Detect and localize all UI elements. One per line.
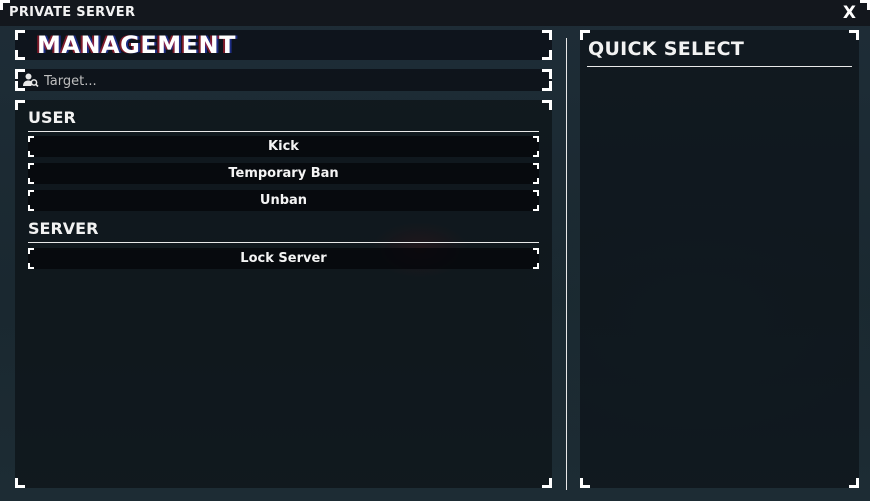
frame-corner (28, 190, 34, 196)
frame-corner (533, 263, 539, 269)
section-title-server: SERVER (28, 219, 99, 238)
user-search-icon (23, 73, 39, 87)
frame-corner (849, 478, 859, 488)
frame-corner (849, 30, 859, 40)
frame-corner (533, 190, 539, 196)
frame-corner (28, 178, 34, 184)
frame-corner (542, 30, 552, 40)
frame-corner (28, 205, 34, 211)
quick-select-panel: QUICK SELECT (580, 30, 859, 488)
frame-corner (533, 248, 539, 254)
frame-corner (28, 136, 34, 142)
frame-corner (580, 30, 590, 40)
frame-corner (542, 81, 552, 91)
target-input[interactable] (42, 70, 526, 92)
frame-corner (0, 0, 10, 10)
frame-corner (15, 69, 25, 79)
frame-corner (580, 478, 590, 488)
frame-corner (542, 50, 552, 60)
frame-corner (533, 205, 539, 211)
frame-corner (15, 50, 25, 60)
management-header: MANAGEMENT (15, 30, 552, 60)
window-title: PRIVATE SERVER (9, 5, 136, 20)
frame-corner (542, 100, 552, 110)
frame-corner (15, 81, 25, 91)
lock-server-button[interactable]: Lock Server (28, 248, 539, 269)
kick-button[interactable]: Kick (28, 136, 539, 157)
frame-corner (533, 163, 539, 169)
frame-corner (15, 30, 25, 40)
lock-server-label: Lock Server (240, 251, 327, 266)
management-title: MANAGEMENT (37, 31, 236, 59)
frame-corner (28, 151, 34, 157)
unban-label: Unban (259, 193, 308, 208)
section-title-user: USER (28, 108, 76, 127)
panel-divider (566, 38, 567, 490)
frame-corner (28, 263, 34, 269)
frame-corner (542, 478, 552, 488)
frame-corner (533, 178, 539, 184)
kick-label: Kick (268, 139, 299, 154)
frame-corner (860, 0, 870, 10)
frame-corner (28, 163, 34, 169)
temporary-ban-label: Temporary Ban (228, 166, 339, 181)
window-titlebar: PRIVATE SERVER X (0, 0, 870, 26)
target-field[interactable] (15, 69, 552, 92)
quick-select-title: QUICK SELECT (588, 38, 745, 60)
frame-corner (15, 478, 25, 488)
section-divider (28, 131, 539, 132)
frame-corner (533, 136, 539, 142)
section-divider (28, 242, 539, 243)
unban-button[interactable]: Unban (28, 190, 539, 211)
frame-corner (533, 151, 539, 157)
management-actions-panel: USER Kick Temporary Ban Unban SERVER Loc… (15, 100, 552, 488)
section-divider (587, 66, 852, 67)
frame-corner (15, 100, 25, 110)
close-button[interactable]: X (842, 3, 856, 23)
frame-corner (542, 69, 552, 79)
frame-corner (28, 248, 34, 254)
temporary-ban-button[interactable]: Temporary Ban (28, 163, 539, 184)
